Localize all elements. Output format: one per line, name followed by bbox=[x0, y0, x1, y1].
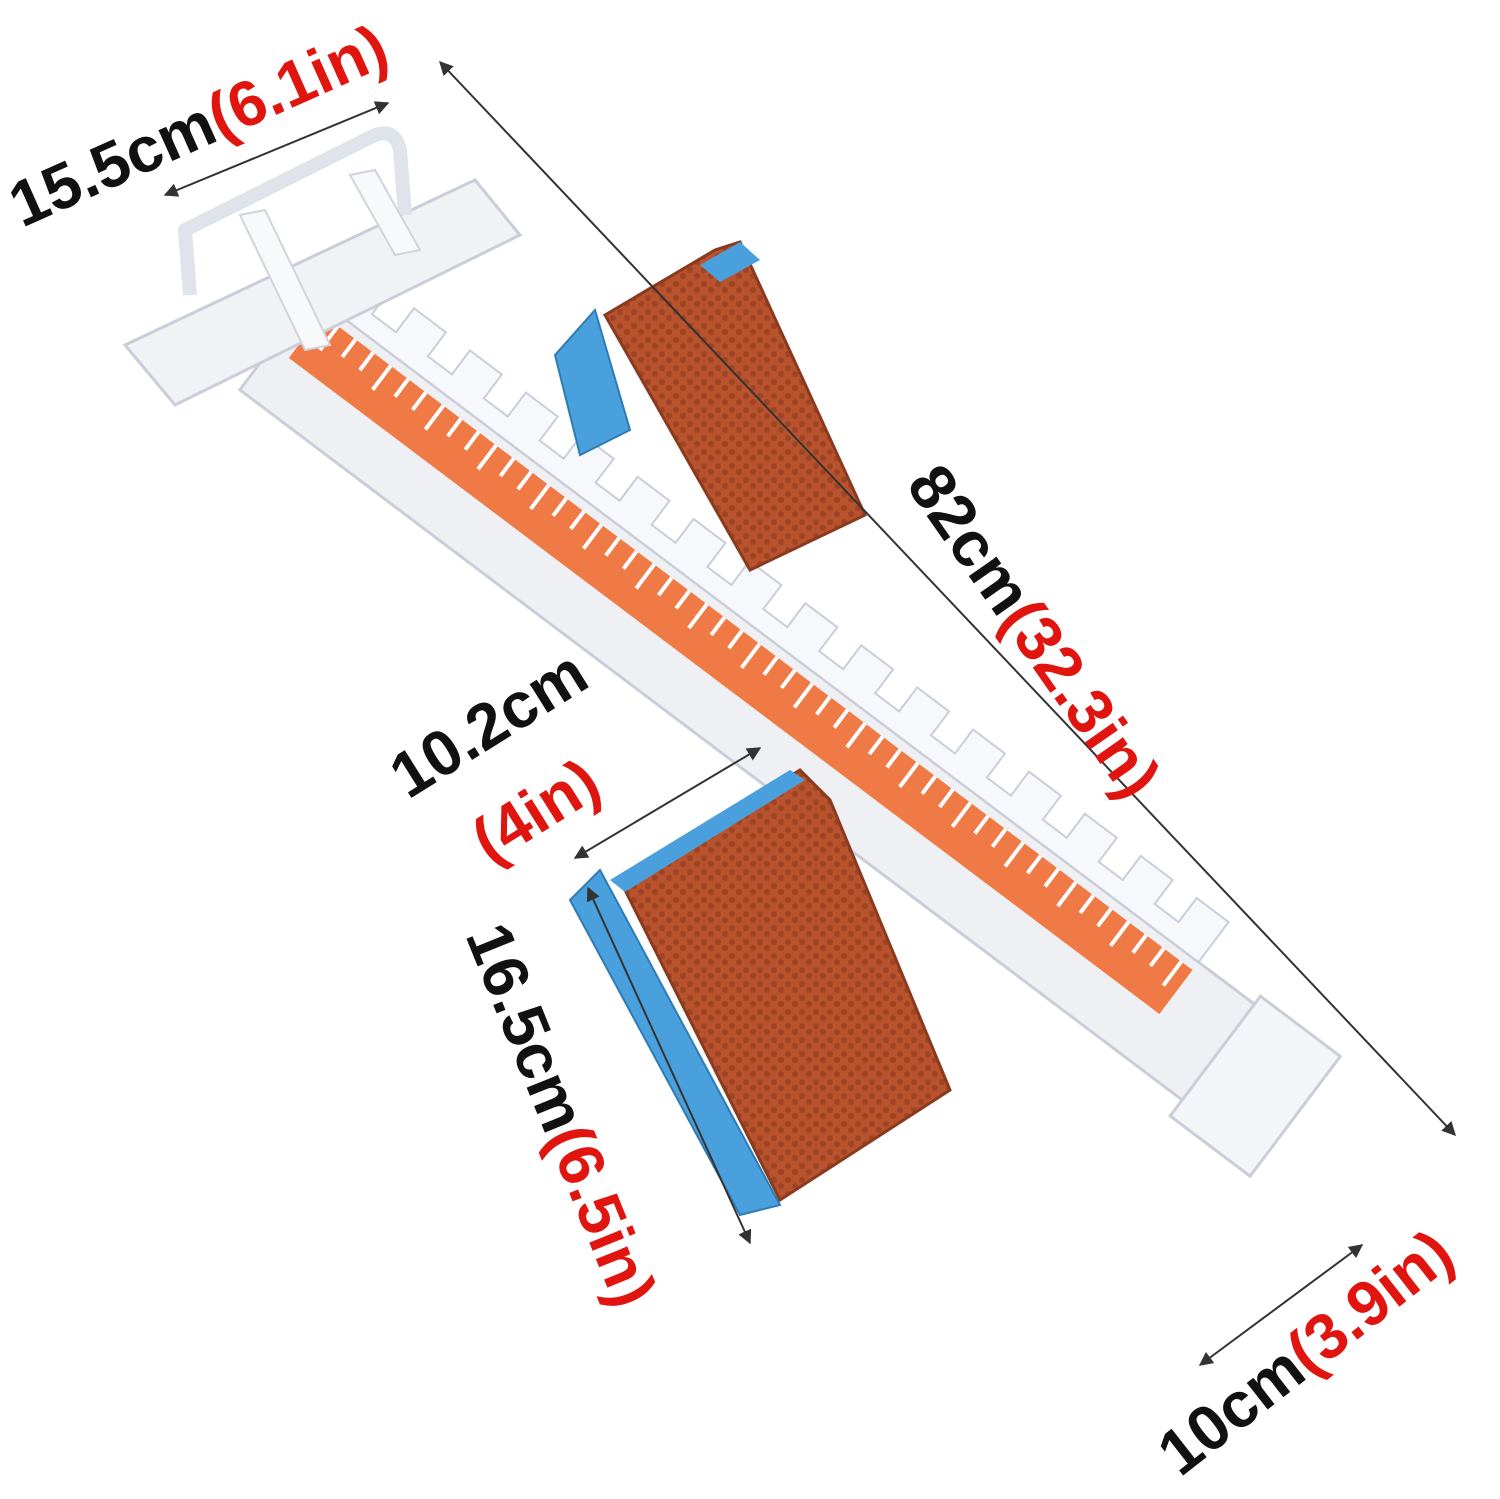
base-width-dimension-line bbox=[1198, 1244, 1364, 1366]
handle-width-label: 15.5cm(6.1in) bbox=[0, 10, 398, 241]
length-dimension-line bbox=[439, 60, 1456, 1137]
dimension-lines bbox=[163, 60, 1456, 1366]
block-width-dimension-line bbox=[573, 747, 762, 859]
block-length-dimension-line bbox=[586, 886, 752, 1245]
handle-width-dimension-line bbox=[163, 101, 390, 197]
base-width-label: 10cm(3.9in) bbox=[1144, 1215, 1466, 1489]
